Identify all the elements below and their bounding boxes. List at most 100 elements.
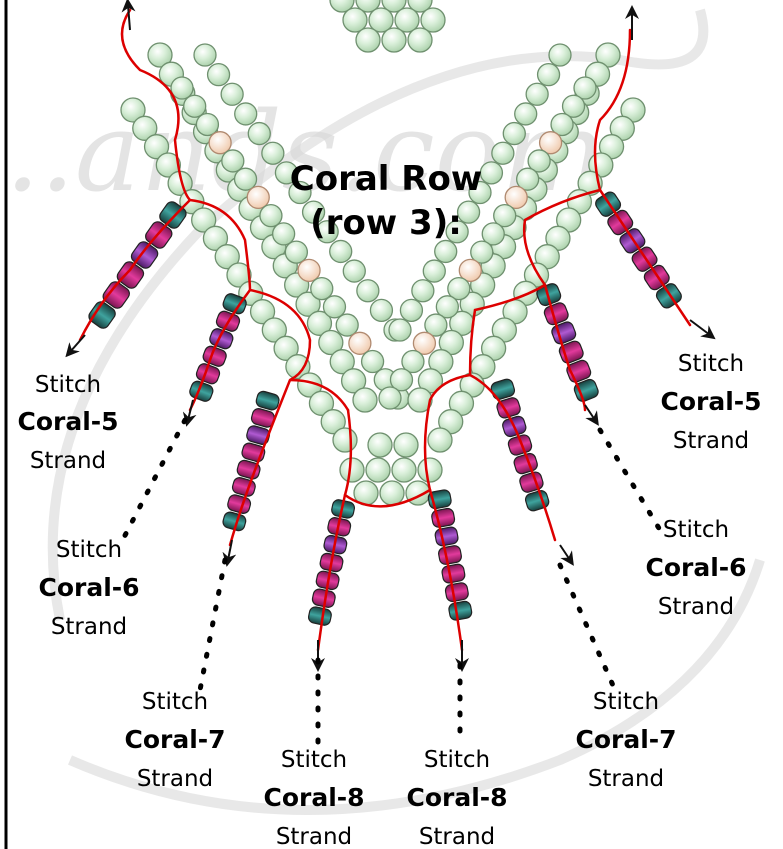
seed-bead — [526, 83, 548, 105]
label-center-right-coral-8: Stitch Coral-8 Strand — [406, 747, 507, 849]
seed-bead — [285, 241, 307, 263]
accent-bead — [298, 259, 320, 281]
label-strand: Strand — [658, 594, 734, 620]
label-strand-name: Coral-6 — [38, 573, 139, 602]
label-strand: Strand — [588, 766, 664, 792]
seed-bead — [343, 260, 365, 282]
label-stitch: Stitch — [35, 372, 101, 398]
seed-bead — [382, 28, 406, 52]
seed-bead — [389, 319, 411, 341]
seed-bead — [330, 240, 352, 262]
seed-bead — [333, 428, 357, 452]
label-stitch: Stitch — [424, 747, 490, 773]
label-stitch: Stitch — [663, 517, 729, 543]
seed-bead — [357, 280, 379, 302]
label-strand-name: Coral-6 — [645, 553, 746, 582]
label-strand: Strand — [51, 614, 127, 640]
seed-bead — [248, 123, 270, 145]
seed-bead — [273, 223, 295, 245]
coral-bead — [438, 545, 463, 566]
seed-bead — [323, 296, 345, 318]
coral-bead — [255, 390, 280, 411]
accent-bead — [247, 186, 269, 208]
seed-bead — [423, 260, 445, 282]
seed-bead — [549, 44, 571, 66]
seed-bead — [194, 44, 216, 66]
coral-bead — [434, 526, 459, 547]
label-strand: Strand — [276, 824, 352, 849]
seed-bead — [221, 83, 243, 105]
seed-bead — [235, 103, 257, 125]
seed-bead — [362, 351, 384, 373]
seed-bead — [222, 150, 244, 172]
seed-bead — [503, 123, 525, 145]
needle-arrow-icon — [585, 405, 595, 420]
needle-arrow-icon — [128, 5, 130, 30]
seed-bead — [184, 95, 206, 117]
label-center-left-coral-8: Stitch Coral-8 Strand — [263, 747, 364, 849]
seed-bead — [353, 388, 377, 412]
label-right-coral-5: Stitch Coral-5 Strand — [660, 351, 761, 454]
label-stitch: Stitch — [142, 689, 208, 715]
seed-bead — [380, 481, 404, 505]
label-strand-name: Coral-5 — [17, 407, 118, 436]
label-strand: Strand — [30, 448, 106, 474]
seed-bead — [400, 299, 422, 321]
coral-bead — [307, 606, 332, 627]
accent-bead — [349, 332, 371, 354]
seed-bead — [208, 64, 230, 86]
seed-bead — [336, 314, 358, 336]
label-stitch: Stitch — [678, 351, 744, 377]
label-strand-name: Coral-5 — [660, 387, 761, 416]
label-strand-name: Coral-8 — [406, 783, 507, 812]
seed-bead — [366, 458, 390, 482]
seed-bead — [435, 240, 457, 262]
needle-arrow-icon — [70, 335, 85, 352]
label-strand: Strand — [419, 824, 495, 849]
seed-bead — [311, 278, 333, 300]
seed-bead — [515, 103, 537, 125]
label-left-coral-7: Stitch Coral-7 Strand — [124, 689, 225, 792]
coral-bead — [441, 563, 466, 584]
coral-strand — [490, 378, 550, 513]
seed-bead — [412, 280, 434, 302]
seed-bead-rows — [121, 0, 645, 505]
seed-bead — [538, 64, 560, 86]
coral-strand — [535, 282, 600, 403]
coral-strand — [222, 390, 281, 532]
label-strand-name: Coral-7 — [575, 725, 676, 754]
seed-bead — [340, 458, 364, 482]
seed-bead — [368, 433, 392, 457]
seed-bead — [492, 142, 514, 164]
coral-bead — [448, 600, 473, 621]
title-line-1: Coral Row — [290, 159, 482, 199]
dotted-pointer — [120, 420, 185, 545]
seed-bead — [262, 142, 284, 164]
seed-bead — [235, 168, 257, 190]
label-left-coral-5: Stitch Coral-5 Strand — [17, 372, 118, 474]
coral-bead — [445, 582, 470, 603]
seed-bead — [480, 162, 502, 184]
dotted-pointer — [600, 430, 660, 530]
label-stitch: Stitch — [593, 689, 659, 715]
dotted-pointer — [560, 565, 615, 690]
label-right-coral-6: Stitch Coral-6 Strand — [645, 517, 746, 620]
seed-bead — [392, 458, 416, 482]
label-strand: Strand — [137, 766, 213, 792]
seed-bead — [379, 387, 401, 409]
title-line-2: (row 3): — [310, 203, 462, 243]
label-strand-name: Coral-7 — [124, 725, 225, 754]
coral-strand — [188, 292, 248, 403]
seed-bead — [260, 205, 282, 227]
seed-bead — [171, 77, 193, 99]
dotted-pointer — [200, 560, 225, 690]
seed-bead — [408, 28, 432, 52]
seed-bead — [418, 458, 442, 482]
needle-arrow-icon — [690, 320, 710, 335]
seed-bead — [370, 299, 392, 321]
label-strand: Strand — [673, 428, 749, 454]
seed-bead — [356, 28, 380, 52]
label-strand-name: Coral-8 — [263, 783, 364, 812]
